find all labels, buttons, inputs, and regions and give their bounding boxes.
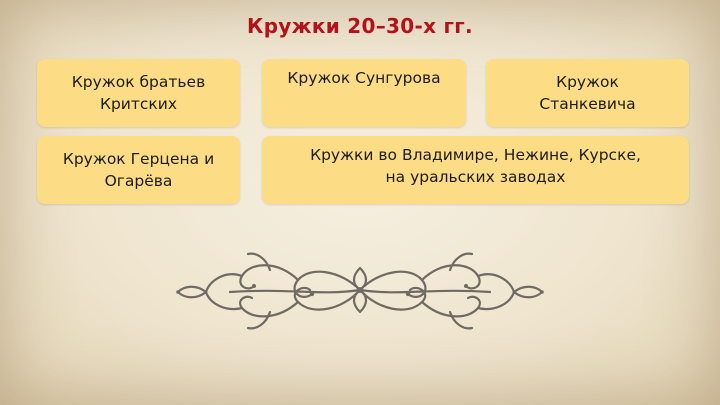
box-stankevich-circle: Кружок Станкевича	[486, 59, 689, 127]
box-sungurov-line1: Кружок Сунгурова	[287, 69, 441, 87]
box-kritsky-line1: Кружок братьев	[71, 73, 206, 91]
slide-title: Кружки 20–30-х гг.	[247, 14, 473, 38]
box-stankevich-line2: Станкевича	[539, 95, 636, 113]
box-kritsky-line2: Критских	[99, 95, 178, 113]
box-herzen-line2: Огарёва	[104, 172, 173, 190]
box-regional-line1: Кружки во Владимире, Нежине, Курске,	[310, 146, 641, 164]
box-stankevich-line1: Кружок	[556, 73, 619, 91]
box-herzen-circle: Кружок Герцена и Огарёва	[37, 136, 240, 204]
box-regional-circles: Кружки во Владимире, Нежине, Курске, на …	[262, 136, 689, 204]
box-regional-line2: на уральских заводах	[385, 168, 566, 186]
box-sungurov-circle: Кружок Сунгурова	[262, 59, 466, 127]
ornament-flourish-icon	[176, 252, 544, 330]
box-kritsky-circle: Кружок братьев Критских	[37, 59, 240, 127]
box-herzen-line1: Кружок Герцена и	[62, 150, 215, 168]
